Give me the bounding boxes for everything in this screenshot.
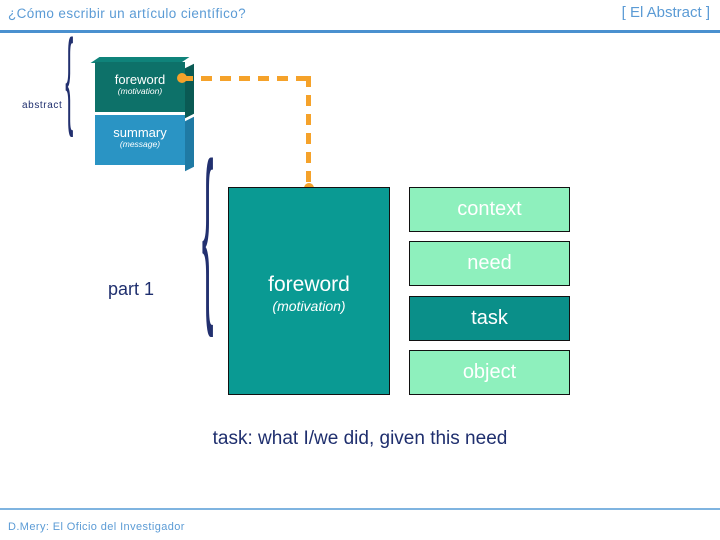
- abstract-block-summary: summary (message): [95, 115, 185, 165]
- abstract-block-foreword-title: foreword: [114, 72, 166, 87]
- part1-item-task: task: [409, 296, 570, 341]
- connector-line-horizontal: [182, 76, 312, 81]
- part1-label: part 1: [108, 279, 155, 299]
- part1-item-object: object: [409, 350, 570, 395]
- abstract-block-summary-subtitle: (message): [119, 138, 161, 149]
- page-title: ¿Cómo escribir un artículo científico?: [8, 6, 247, 21]
- header-divider: [0, 30, 720, 33]
- part1-block-foreword-subtitle: (motivation): [272, 298, 346, 315]
- part1-item-context: context: [409, 187, 570, 232]
- connector-start-dot-icon: [177, 73, 187, 83]
- slide-caption: task: what I/we did, given this need: [212, 428, 508, 449]
- section-title: [ El Abstract ]: [621, 4, 710, 21]
- footer-text: D.Mery: El Oficio del Investigador: [8, 521, 185, 533]
- part1-block-foreword-title: foreword: [268, 273, 350, 296]
- abstract-block-foreword: foreword (motivation): [95, 62, 185, 112]
- part1-item-need: need: [409, 241, 570, 286]
- abstract-label: abstract: [22, 100, 63, 111]
- part1-block-foreword: foreword (motivation): [228, 187, 390, 395]
- abstract-brace: {: [65, 18, 74, 139]
- abstract-block-summary-title: summary: [113, 125, 167, 140]
- abstract-block-foreword-subtitle: (motivation): [117, 85, 163, 96]
- part1-brace: {: [201, 123, 214, 339]
- footer-divider: [0, 508, 720, 510]
- connector-line-vertical: [306, 76, 311, 188]
